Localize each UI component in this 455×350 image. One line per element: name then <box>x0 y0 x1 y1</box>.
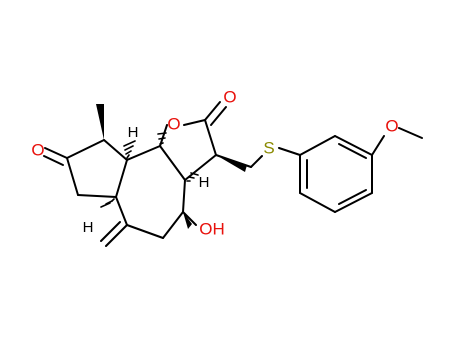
bond <box>182 179 186 213</box>
bond <box>182 211 197 226</box>
bond <box>100 221 121 242</box>
bond <box>371 135 385 156</box>
wedge-bond-methyl <box>96 104 104 140</box>
methoxy-oxygen-label: O <box>385 116 398 135</box>
hash-line <box>123 140 136 147</box>
bond <box>334 192 373 213</box>
bond <box>105 224 128 247</box>
hashed-bonds <box>100 132 199 208</box>
hash-line <box>158 137 166 140</box>
bond <box>204 119 217 156</box>
bond <box>183 119 206 126</box>
bond <box>204 101 221 121</box>
hydroxyl-label: OH <box>199 219 225 238</box>
bond <box>66 139 105 159</box>
ketone-oxygen-label: O <box>31 140 44 159</box>
hash-line <box>124 145 134 151</box>
bond <box>126 145 161 161</box>
bond <box>250 155 263 168</box>
bond <box>162 211 184 239</box>
bond <box>184 154 217 181</box>
hash-line <box>157 132 167 135</box>
bond <box>103 139 128 161</box>
bond <box>299 192 336 213</box>
bond <box>210 106 227 126</box>
hydrogen-label-top: H <box>128 124 139 141</box>
wedge-bonds <box>96 104 247 229</box>
bond <box>44 147 68 159</box>
hydrogen-label-right: H <box>199 174 210 191</box>
bond <box>334 135 373 156</box>
bond <box>299 135 336 156</box>
hash-line <box>125 150 132 155</box>
bond <box>278 147 301 156</box>
bond <box>77 194 117 198</box>
sulfur-label: S <box>263 138 274 157</box>
bond <box>126 224 164 239</box>
ring-oxygen-label: O <box>167 114 180 133</box>
bond <box>43 155 64 166</box>
hash-line <box>100 202 111 208</box>
hydrogen-label-left: H <box>83 219 94 236</box>
bond <box>159 124 168 147</box>
bond <box>398 127 423 139</box>
lactone-carbonyl-oxygen-label: O <box>223 87 236 106</box>
bond <box>66 157 79 196</box>
bond <box>338 189 367 205</box>
bond <box>338 143 367 159</box>
bond <box>159 145 186 181</box>
bond <box>115 159 128 198</box>
hash-line <box>126 154 130 159</box>
wedge-bond-oh <box>183 212 192 229</box>
atom-labels: O O O S O OH H H H <box>31 87 398 238</box>
wedge-bond-sidechain <box>216 155 247 172</box>
bond <box>115 196 128 226</box>
hash-line <box>159 142 164 145</box>
hash-line <box>188 176 195 179</box>
bond-lines <box>43 101 423 247</box>
hash-line <box>190 172 199 176</box>
